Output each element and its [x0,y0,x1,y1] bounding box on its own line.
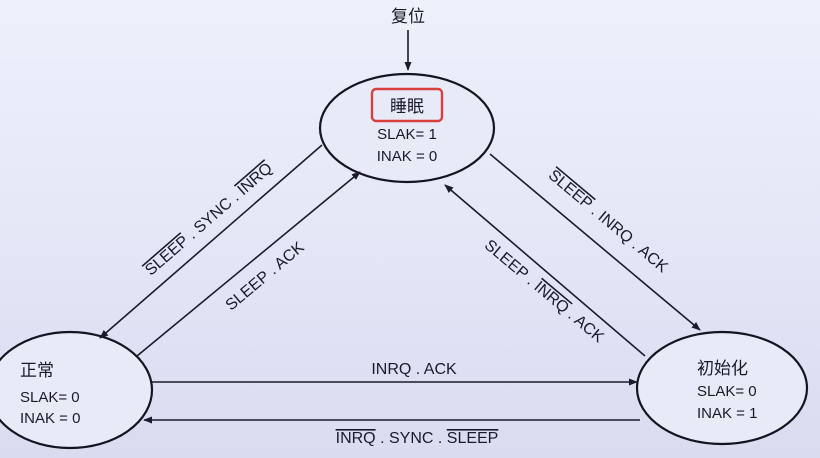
label-init-to-normal: INRQ . SYNC . SLEEP [336,430,499,447]
label-sleep-to-normal: SLEEP . SYNC . INRQ [142,160,276,279]
node-normal-shape [0,330,154,450]
node-normal-inak: INAK = 0 [20,410,80,427]
node-init-inak: INAK = 1 [697,405,757,422]
node-normal: 正常 SLAK= 0 INAK = 0 [0,330,154,450]
node-sleep-title: 睡眠 [390,97,424,117]
reset-label: 复位 [391,7,425,27]
node-init: 初始化 SLAK= 0 INAK = 1 [635,330,809,446]
highlight-box [370,87,444,123]
edge-normal-to-sleep [136,171,361,357]
node-normal-slak: SLAK= 0 [20,389,80,406]
node-init-title: 初始化 [697,359,748,379]
node-sleep-inak: INAK = 0 [377,148,437,165]
label-init-to-sleep: SLEEP . INRQ . ACK [481,237,607,347]
label-normal-to-init: INRQ . ACK [371,361,457,378]
label-sleep-to-init: SLEEP . INRQ . ACK [545,167,671,277]
edge-init-to-sleep [444,184,646,357]
edge-sleep-to-init [489,153,701,331]
node-init-shape [635,330,809,446]
edge-sleep-to-normal [99,144,323,339]
node-sleep-slak: SLAK= 1 [377,126,437,143]
node-sleep-shape [318,72,496,184]
node-init-slak: SLAK= 0 [697,383,757,400]
node-sleep: 睡眠 SLAK= 1 INAK = 0 [318,72,496,184]
node-normal-title: 正常 [20,361,54,381]
